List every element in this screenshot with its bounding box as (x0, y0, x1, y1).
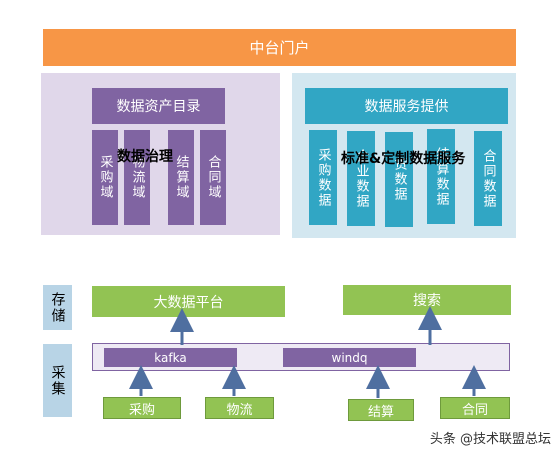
svc-column-procurement: 采购数据 (309, 130, 337, 225)
source-logistics-box: 物流 (205, 397, 274, 419)
gov-column-settlement: 结算域 (168, 130, 194, 225)
data-governance-label: 数据治理 (117, 149, 173, 165)
portal-bar: 中台门户 (43, 29, 516, 66)
data-asset-catalog-header: 数据资产目录 (92, 88, 225, 124)
gov-column-procurement: 采购域 (92, 130, 118, 225)
svc-column-goods: 货数据 (385, 132, 413, 227)
data-service-header: 数据服务提供 (305, 88, 508, 124)
kafka-box: kafka (104, 348, 237, 367)
source-procurement-box: 采购 (103, 397, 181, 419)
storage-layer-label: 存储 (43, 285, 72, 330)
collection-layer-label: 采集 (43, 344, 72, 417)
source-contract-box: 合同 (440, 397, 510, 419)
svc-column-enterprise: 企业数据 (347, 131, 375, 226)
standard-custom-service-label: 标准&定制数据服务 (341, 151, 466, 167)
gov-column-contract: 合同域 (200, 130, 226, 225)
windq-box: windq (283, 348, 416, 367)
svc-column-settlement: 结算数据 (427, 129, 455, 224)
gov-column-logistics: 物流域 (124, 130, 150, 225)
source-settlement-box: 结算 (348, 399, 414, 421)
watermark-text: 头条 @技术联盟总坛 (429, 432, 551, 447)
svc-column-contract: 合同数据 (474, 131, 502, 226)
